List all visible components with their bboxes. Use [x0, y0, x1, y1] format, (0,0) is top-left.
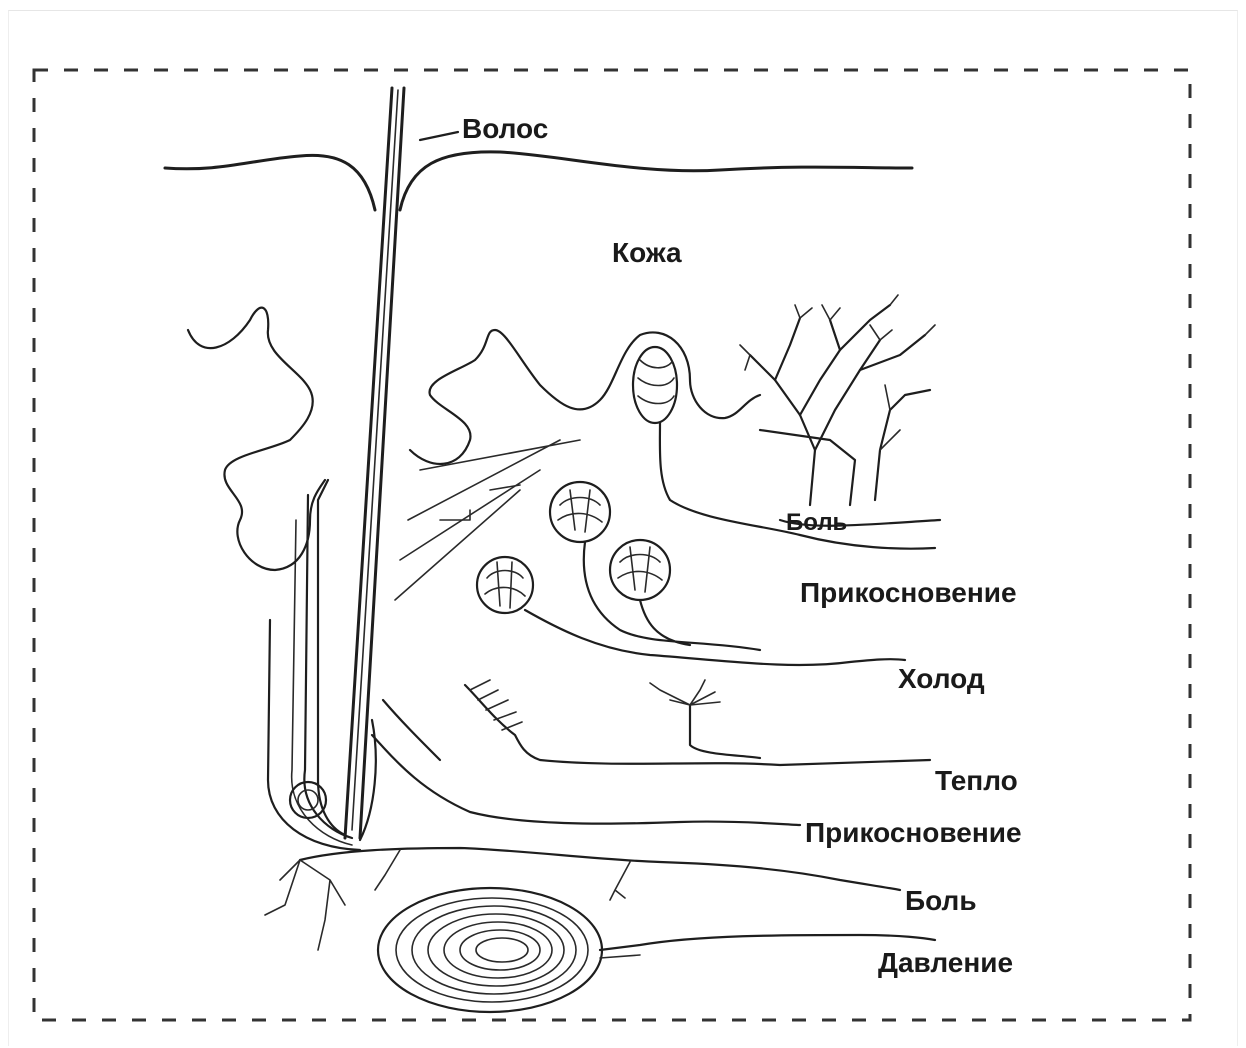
pacinian-corpuscle	[378, 888, 935, 1012]
label-touch-top: Прикосновение	[800, 577, 1017, 608]
pain-nerve-tree-top	[740, 295, 940, 526]
label-warmth: Тепло	[935, 765, 1018, 796]
hair-leader-line	[420, 132, 458, 140]
dashed-frame	[34, 70, 1190, 1020]
hair-shaft	[345, 88, 404, 838]
label-skin: Кожа	[612, 237, 682, 268]
label-hair: Волос	[462, 113, 548, 144]
label-pressure: Давление	[878, 947, 1013, 978]
label-cold: Холод	[898, 663, 985, 694]
label-touch-bottom: Прикосновение	[805, 817, 1022, 848]
label-pain-top: Боль	[786, 509, 847, 536]
label-pain-bottom: Боль	[905, 885, 977, 916]
gland-right	[410, 330, 760, 464]
skin-surface-line	[165, 152, 912, 210]
hair-follicle	[268, 480, 376, 850]
pain-nerve-bottom	[300, 848, 900, 890]
meissner-corpuscle	[633, 347, 935, 549]
gland-left	[188, 308, 325, 570]
warmth-endings	[465, 680, 930, 765]
touch-nerve-bottom	[372, 735, 800, 825]
